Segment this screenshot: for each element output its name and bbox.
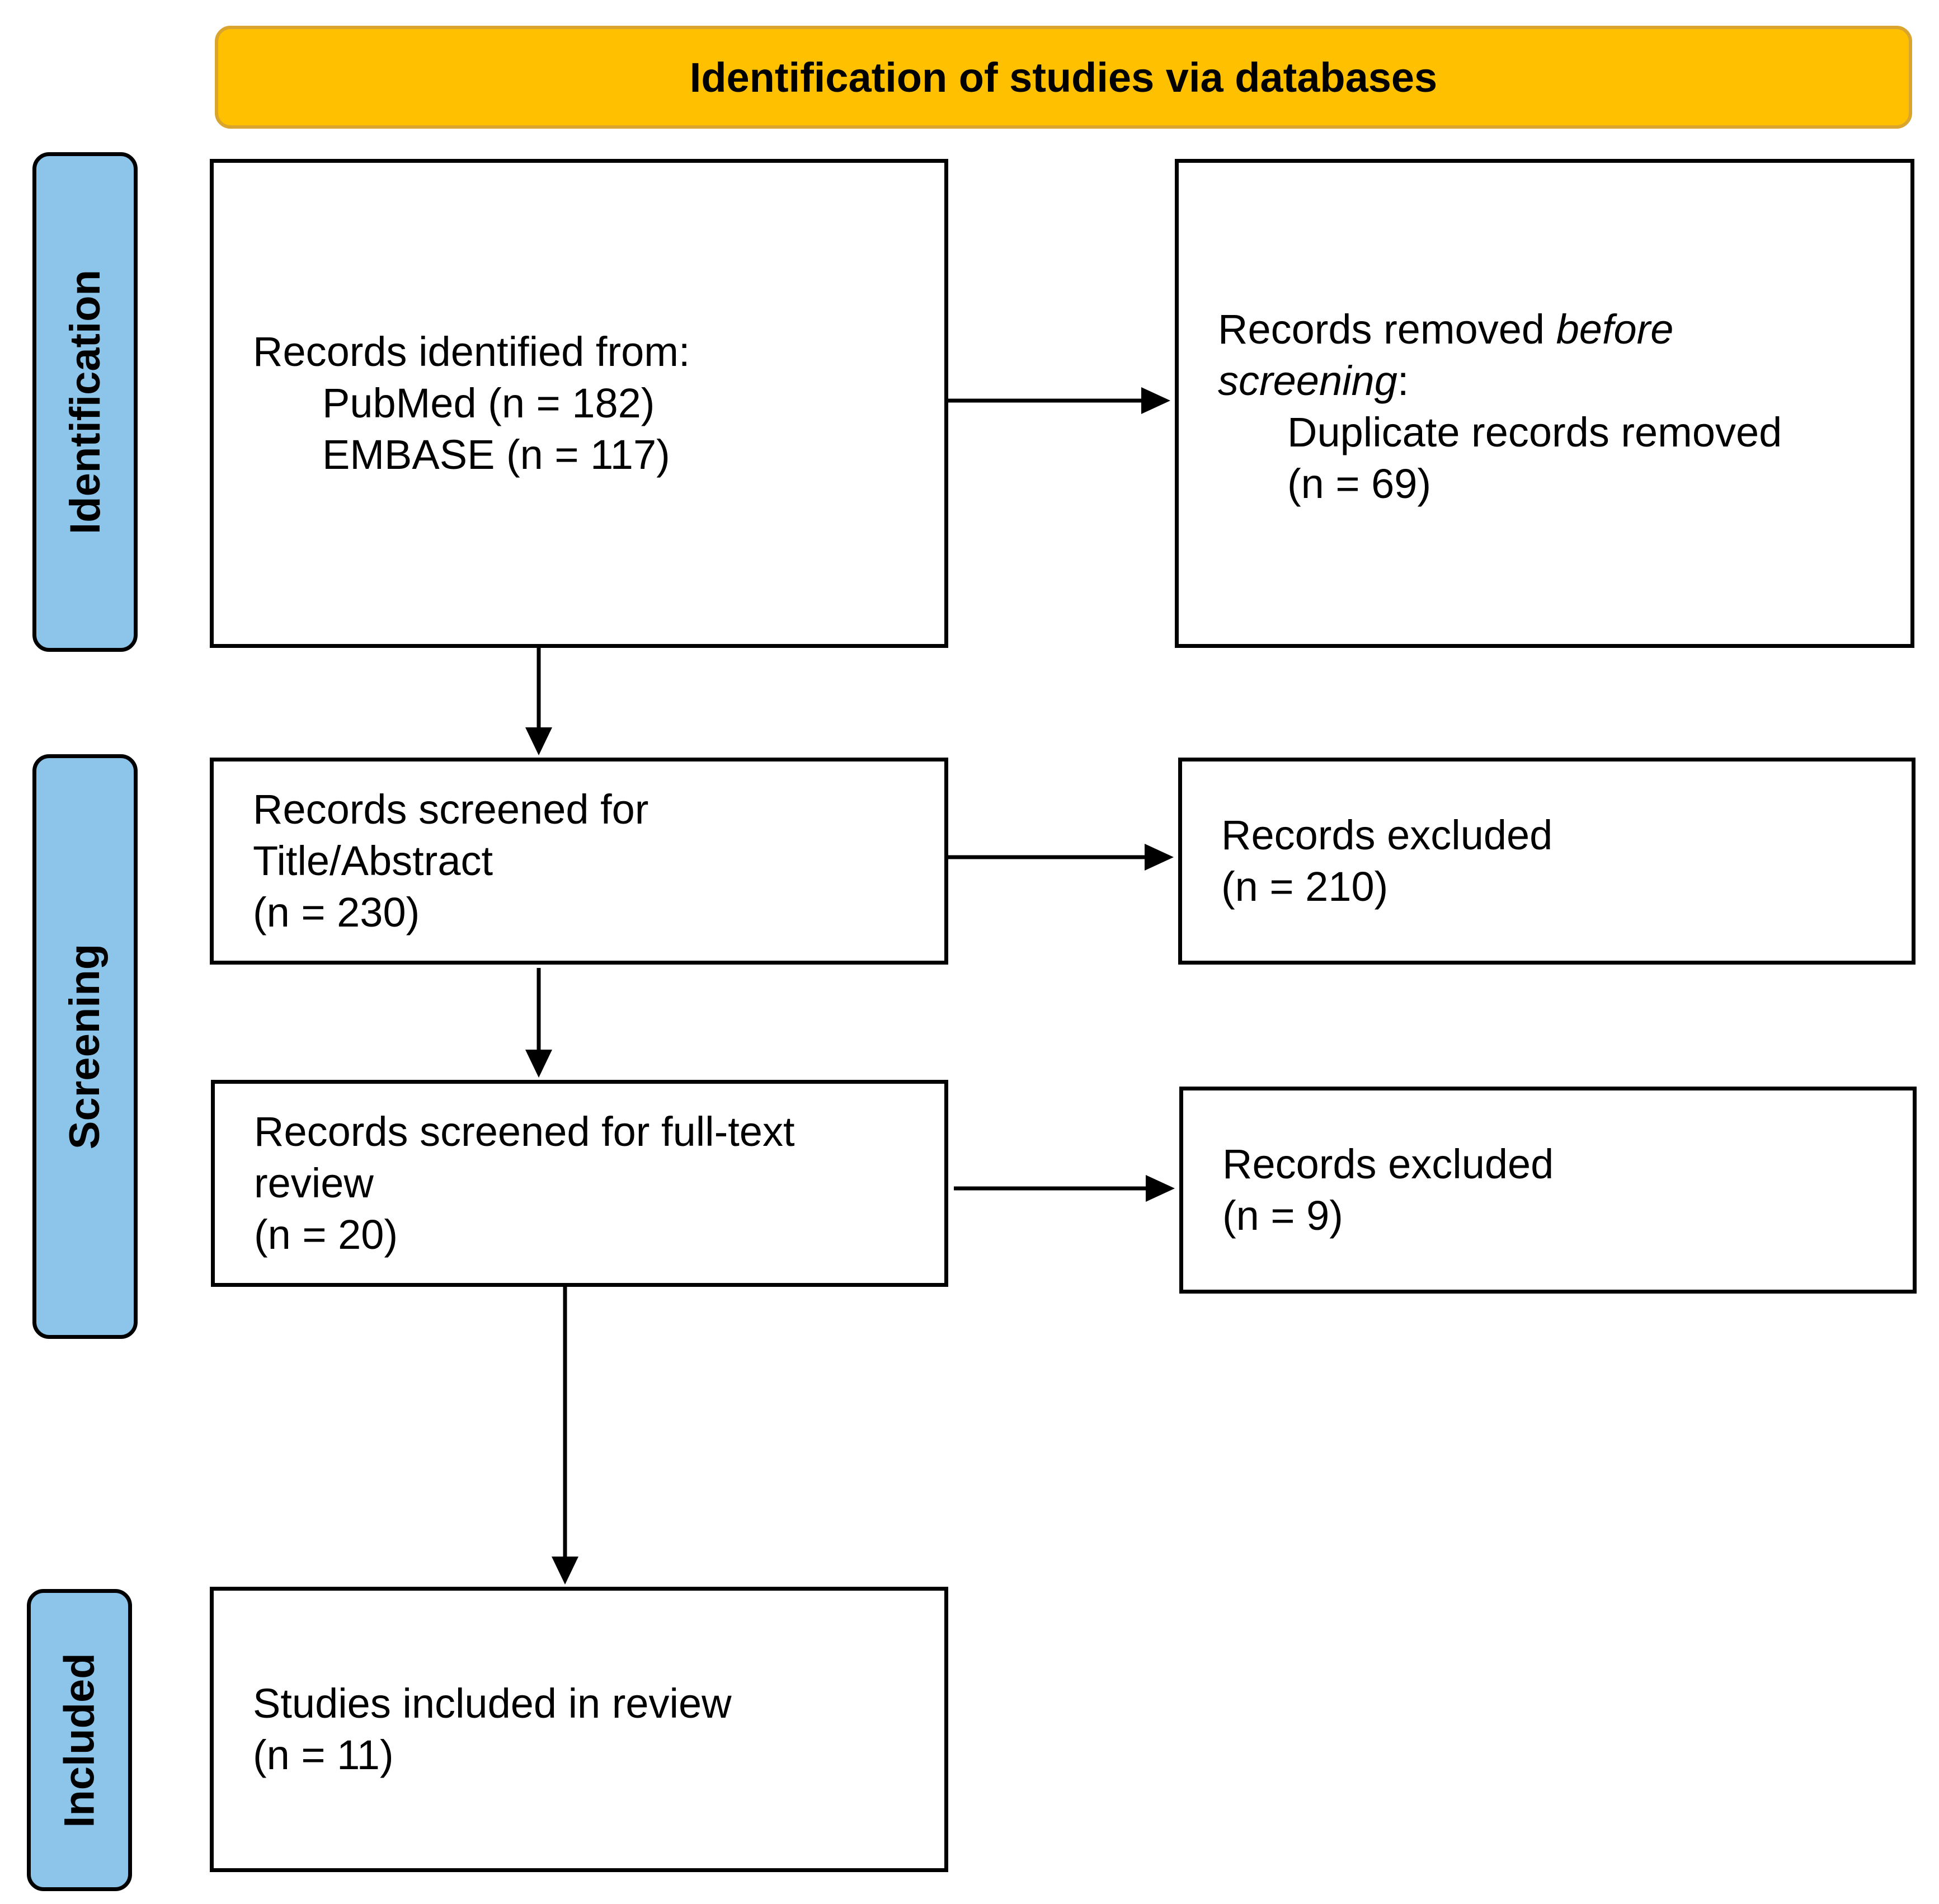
- phase-included: Included: [27, 1589, 132, 1891]
- excluded-2-count: (n = 9): [1222, 1192, 1343, 1239]
- phase-identification: Identification: [32, 152, 138, 652]
- excluded-1-count: (n = 210): [1221, 863, 1389, 910]
- records-removed-before: before: [1556, 306, 1674, 352]
- header-title: Identification of studies via databases: [689, 54, 1438, 101]
- included-label: Studies included in review: [253, 1680, 732, 1727]
- records-removed-heading-2: screening:: [1218, 355, 1910, 407]
- duplicates-count: (n = 69): [1287, 460, 1432, 507]
- screened-title-abstract-line2: Title/Abstract: [253, 838, 493, 884]
- screened-full-text-line2: review: [254, 1160, 374, 1206]
- screened-full-text-line1: Records screened for full-text: [254, 1108, 795, 1155]
- screened-title-abstract-box: Records screened for Title/Abstract (n =…: [210, 758, 948, 965]
- excluded-1-label: Records excluded: [1221, 812, 1553, 858]
- excluded-1-box: Records excluded (n = 210): [1178, 758, 1916, 965]
- arrow-full-text-to-included: [552, 1287, 578, 1585]
- records-removed-screening: screening: [1218, 358, 1397, 404]
- arrow-screened-to-full-text: [525, 968, 552, 1078]
- excluded-2-box: Records excluded (n = 9): [1179, 1087, 1917, 1294]
- phase-screening: Screening: [32, 754, 138, 1339]
- included-box: Studies included in review (n = 11): [210, 1587, 948, 1872]
- duplicates-label: Duplicate records removed: [1287, 409, 1782, 455]
- records-removed-box: Records removed before screening: Duplic…: [1175, 159, 1914, 648]
- screened-title-abstract-line1: Records screened for: [253, 786, 649, 833]
- records-pubmed: PubMed (n = 182): [322, 380, 655, 426]
- records-embase: EMBASE (n = 117): [322, 431, 670, 478]
- arrow-identified-to-screened: [525, 648, 552, 755]
- included-count: (n = 11): [253, 1732, 394, 1778]
- records-removed-prefix: Records removed: [1218, 306, 1556, 352]
- excluded-2-label: Records excluded: [1222, 1141, 1554, 1187]
- arrow-full-text-to-excluded-2: [954, 1175, 1175, 1202]
- screened-full-text-count: (n = 20): [254, 1211, 398, 1258]
- records-identified-heading: Records identified from:: [253, 328, 690, 375]
- arrow-screened-to-excluded-1: [948, 844, 1174, 871]
- header-banner: Identification of studies via databases: [215, 26, 1912, 129]
- screened-full-text-box: Records screened for full-text review (n…: [211, 1080, 948, 1287]
- arrow-identified-to-removed: [948, 387, 1170, 414]
- records-removed-heading: Records removed before: [1218, 304, 1910, 355]
- records-identified-box: Records identified from: PubMed (n = 182…: [210, 159, 948, 648]
- records-removed-colon: :: [1397, 358, 1409, 404]
- screened-title-abstract-count: (n = 230): [253, 889, 420, 935]
